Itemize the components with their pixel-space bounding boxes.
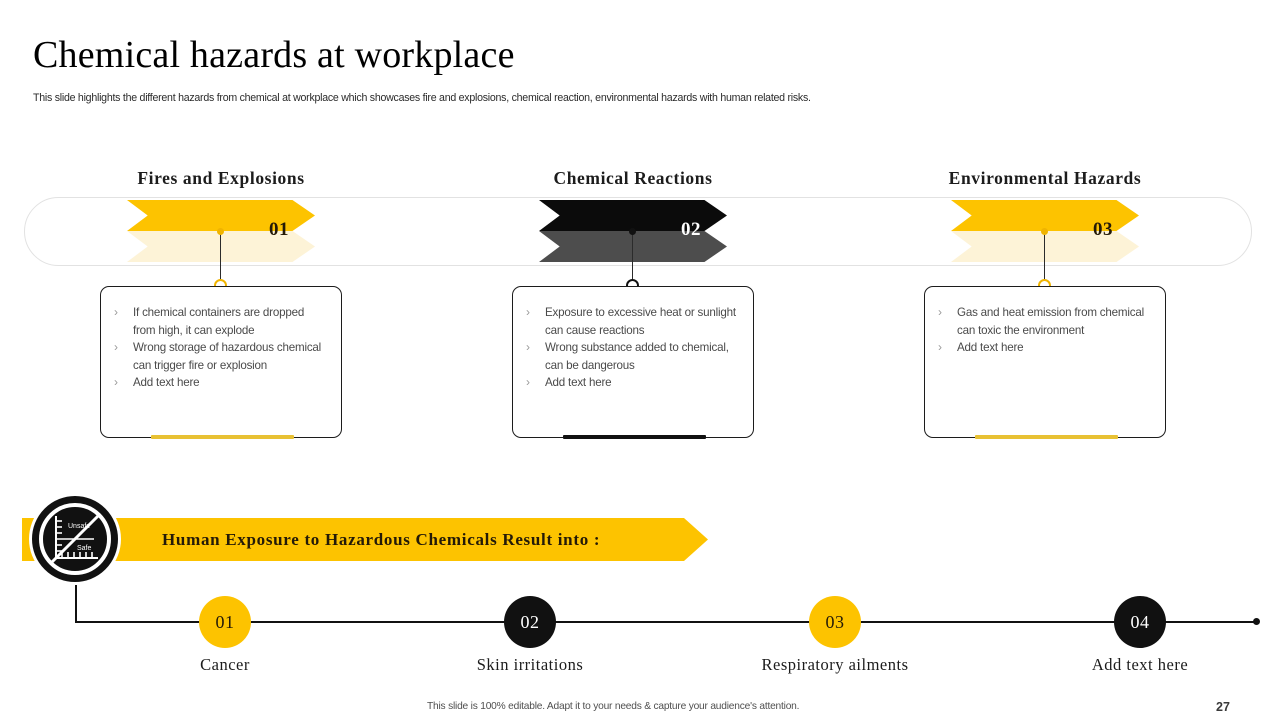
hazard-number-1: 01: [269, 219, 289, 240]
timeline-label-3: Respiratory ailments: [761, 655, 909, 674]
chevron-right-icon: ›: [938, 339, 942, 354]
timeline-node-2[interactable]: 02: [504, 596, 556, 648]
hazard-bullet-list-2: ›Exposure to excessive heat or sunlight …: [523, 304, 739, 392]
hazard-number-3: 03: [1093, 219, 1113, 240]
timeline-node-1[interactable]: 01: [199, 596, 251, 648]
chevron-right-icon: ›: [526, 339, 530, 354]
list-item: ›If chemical containers are dropped from…: [114, 304, 305, 337]
list-item: ›Add text here: [526, 374, 612, 390]
list-item: ›Wrong storage of hazardous chemical can…: [114, 339, 322, 372]
chevron-right-icon: ›: [114, 374, 118, 389]
list-item: ›Wrong substance added to chemical, can …: [526, 339, 729, 372]
list-item: ›Exposure to excessive heat or sunlight …: [526, 304, 736, 337]
timeline-number-3: 03: [825, 611, 845, 632]
chevron-right-icon: ›: [938, 304, 942, 319]
hazard-number-2: 02: [681, 219, 701, 240]
hazard-heading-1: Fires and Explosions: [137, 168, 305, 188]
hazard-card-3: ›Gas and heat emission from chemical can…: [924, 286, 1166, 440]
gauge-label-safe: Safe: [77, 545, 92, 552]
timeline-number-4: 04: [1130, 611, 1150, 632]
hazard-card-2: ›Exposure to excessive heat or sunlight …: [512, 286, 754, 440]
timeline-number-2: 02: [520, 611, 540, 632]
hazard-chevron-1[interactable]: 01: [127, 200, 315, 262]
chevron-right-icon: ›: [114, 339, 118, 354]
chevron-right-icon: ›: [114, 304, 118, 319]
hazard-bullet-list-1: ›If chemical containers are dropped from…: [111, 304, 327, 392]
timeline-label-1: Cancer: [200, 655, 250, 674]
connector-line-3: [1044, 231, 1045, 286]
timeline-horizontal-axis: [75, 621, 1257, 623]
chevron-top-half-2: [539, 200, 727, 231]
connector-line-2: [632, 231, 633, 286]
chevron-top-half-1: [127, 200, 315, 231]
connector-dot-1: [217, 228, 224, 235]
hazard-chevron-3[interactable]: 03: [951, 200, 1139, 262]
card-accent-bar-1: [151, 435, 294, 440]
page-subtitle: This slide highlights the different haza…: [33, 92, 811, 104]
timeline-node-3[interactable]: 03: [809, 596, 861, 648]
connector-dot-3: [1041, 228, 1048, 235]
unsafe-safe-gauge-icon: Unsafe Safe: [29, 493, 121, 585]
page-title: Chemical hazards at workplace: [33, 34, 515, 76]
timeline-number-1: 01: [215, 611, 235, 632]
list-item: ›Gas and heat emission from chemical can…: [938, 304, 1144, 337]
timeline-end-dot: [1253, 618, 1260, 625]
chevron-right-icon: ›: [526, 304, 530, 319]
chevron-bottom-half-1: [127, 231, 315, 262]
hazard-heading-3: Environmental Hazards: [948, 168, 1142, 188]
result-banner: [22, 518, 708, 561]
card-accent-bar-3: [975, 435, 1118, 440]
connector-dot-2: [629, 228, 636, 235]
hazard-chevron-2[interactable]: 02: [539, 200, 727, 262]
timeline-node-4[interactable]: 04: [1114, 596, 1166, 648]
hazard-heading-2: Chemical Reactions: [553, 168, 713, 188]
list-item: ›Add text here: [114, 374, 200, 390]
chevron-top-half-3: [951, 200, 1139, 231]
card-accent-bar-2: [563, 435, 706, 440]
timeline-label-4: Add text here: [1091, 655, 1189, 674]
list-item: ›Add text here: [938, 339, 1024, 355]
chevron-right-icon: ›: [526, 374, 530, 389]
chevron-bottom-half-3: [951, 231, 1139, 262]
timeline-vertical-stem: [75, 585, 77, 623]
page-number: 27: [1216, 700, 1230, 714]
connector-line-1: [220, 231, 221, 286]
hazard-card-1: ›If chemical containers are dropped from…: [100, 286, 342, 440]
gauge-glyph: Unsafe Safe: [39, 503, 111, 575]
gauge-label-unsafe: Unsafe: [68, 523, 90, 530]
chevron-bottom-half-2: [539, 231, 727, 262]
footer-note: This slide is 100% editable. Adapt it to…: [427, 701, 800, 712]
hazard-bullet-list-3: ›Gas and heat emission from chemical can…: [935, 304, 1151, 357]
timeline-label-2: Skin irritations: [476, 655, 584, 674]
result-banner-label: Human Exposure to Hazardous Chemicals Re…: [162, 530, 601, 549]
